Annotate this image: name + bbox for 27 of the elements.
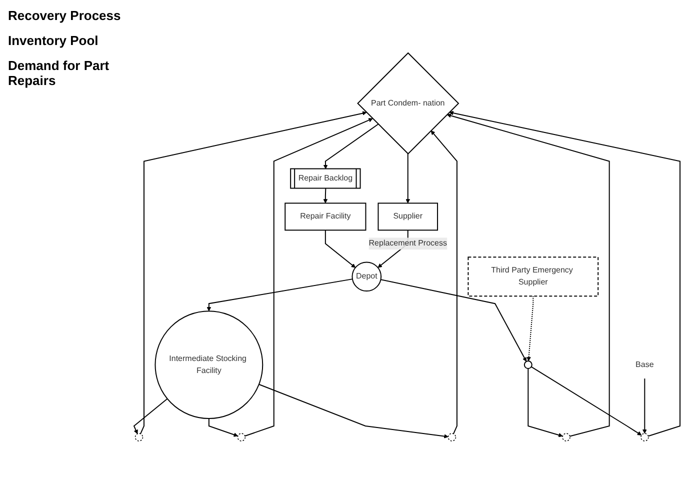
arrow bbox=[140, 110, 367, 434]
arrow bbox=[323, 187, 328, 203]
node-circle bbox=[448, 432, 456, 441]
arrow bbox=[449, 110, 680, 436]
arrow bbox=[244, 118, 373, 436]
arrow bbox=[406, 152, 410, 203]
process-label: Inventory Pool bbox=[8, 33, 100, 48]
node-circle bbox=[134, 432, 144, 441]
arrow bbox=[258, 383, 448, 438]
process-label: Demand for Part Repairs bbox=[8, 58, 110, 88]
arrow bbox=[380, 278, 527, 362]
arrow bbox=[206, 278, 353, 311]
arrow bbox=[324, 229, 356, 268]
process-label: Recovery Process bbox=[8, 8, 122, 23]
node-circle bbox=[640, 432, 649, 441]
node-circle bbox=[237, 432, 246, 441]
arrow bbox=[526, 295, 534, 361]
arrow bbox=[430, 130, 458, 434]
arrow bbox=[133, 398, 168, 434]
arrow bbox=[208, 418, 238, 436]
arrow bbox=[530, 366, 642, 435]
arrow bbox=[446, 113, 610, 436]
arrow bbox=[528, 368, 563, 437]
arrow bbox=[642, 377, 647, 434]
node-circle bbox=[562, 432, 570, 441]
arrow bbox=[323, 123, 379, 169]
node-circle bbox=[524, 360, 532, 369]
